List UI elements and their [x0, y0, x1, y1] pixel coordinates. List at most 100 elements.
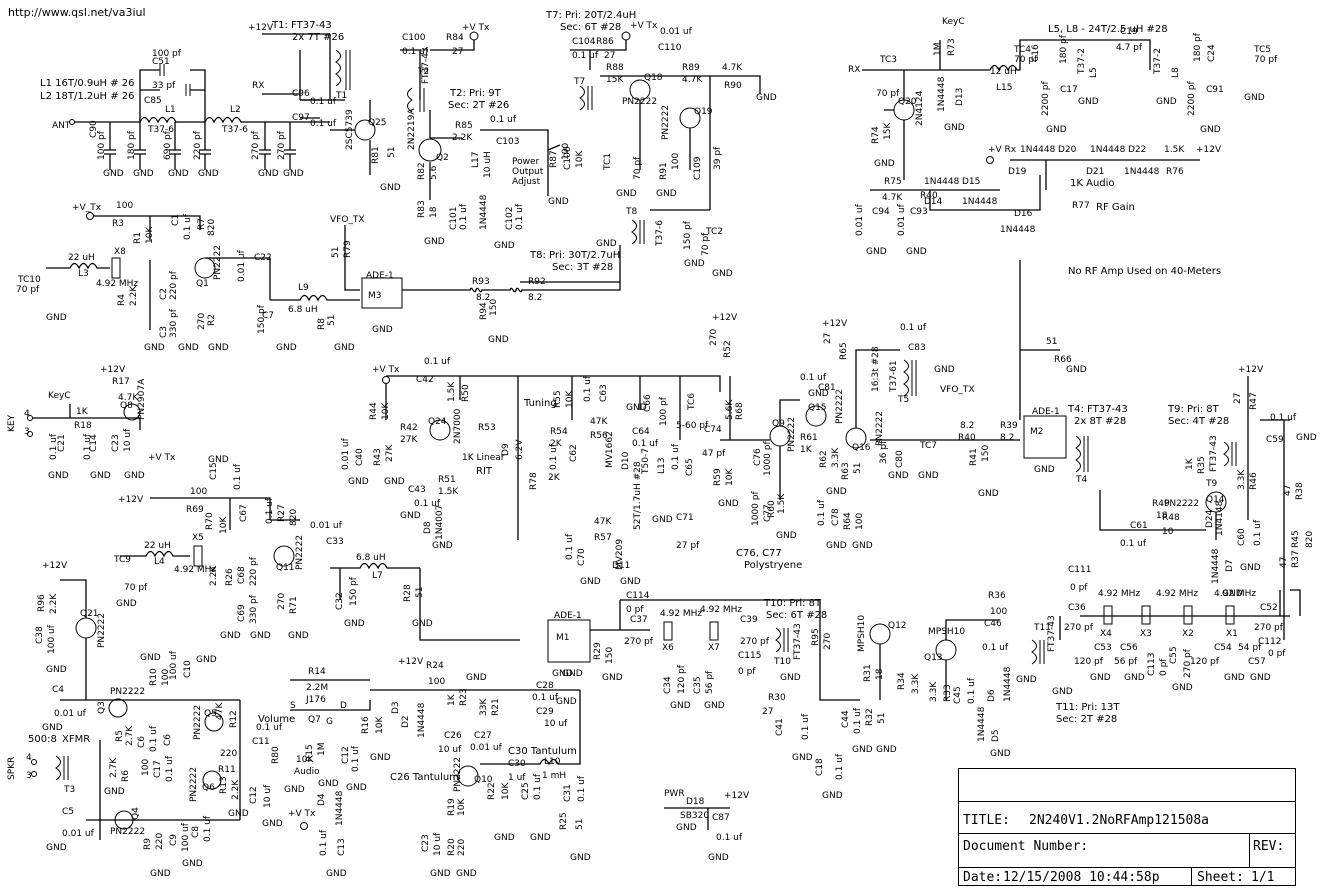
svg-text:GND: GND — [258, 169, 279, 179]
svg-text:0.1 uf: 0.1 uf — [572, 51, 599, 61]
note-audio: 1K Audio — [1070, 178, 1115, 189]
svg-text:GND: GND — [46, 665, 67, 675]
svg-text:GND: GND — [284, 785, 305, 795]
svg-text:PN2222: PN2222 — [875, 411, 885, 446]
svg-text:C40: C40 — [355, 448, 365, 466]
svg-text:GND: GND — [372, 325, 393, 335]
svg-text:R54: R54 — [550, 427, 568, 437]
svg-text:C113: C113 — [1147, 653, 1157, 676]
svg-text:33K: 33K — [479, 698, 489, 716]
svg-text:0.1 uf: 0.1 uf — [577, 775, 587, 802]
svg-text:R7: R7 — [197, 218, 207, 230]
svg-text:C53: C53 — [1094, 643, 1112, 653]
svg-text:1.5K: 1.5K — [447, 381, 457, 402]
svg-text:L1: L1 — [165, 105, 176, 115]
svg-text:C106: C106 — [563, 146, 573, 170]
svg-text:Q16: Q16 — [852, 443, 871, 453]
svg-text:270 pf: 270 pf — [624, 637, 654, 647]
svg-text:C76: C76 — [753, 448, 763, 466]
svg-text:+V Tx: +V Tx — [462, 23, 490, 33]
svg-text:16:3t #28: 16:3t #28 — [871, 346, 881, 392]
svg-text:0.1 uf: 0.1 uf — [1120, 539, 1147, 549]
svg-text:GND: GND — [704, 701, 725, 711]
svg-text:GND: GND — [42, 723, 63, 733]
svg-text:GND: GND — [1016, 675, 1037, 685]
svg-text:T7: T7 — [573, 77, 585, 87]
svg-text:51: 51 — [877, 713, 887, 724]
svg-text:C61: C61 — [1130, 521, 1148, 531]
svg-text:820: 820 — [1305, 531, 1315, 548]
note-tant1: C26 Tantulum — [390, 772, 459, 783]
svg-text:Q13: Q13 — [924, 653, 943, 663]
svg-text:C1: C1 — [171, 214, 181, 226]
svg-text:27K: 27K — [400, 435, 418, 445]
svg-text:C11: C11 — [252, 737, 270, 747]
svg-text:10 uf: 10 uf — [438, 745, 462, 755]
svg-text:56 pf: 56 pf — [1114, 657, 1138, 667]
title-block: TITLE: 2N240V1.2NoRFAmp121508a Document … — [958, 768, 1296, 886]
svg-text:L9: L9 — [298, 283, 309, 293]
svg-text:L2: L2 — [230, 105, 241, 115]
svg-text:GND: GND — [116, 599, 137, 609]
title-label: TITLE: — [963, 813, 1010, 828]
note-t8b: Sec: 3T #28 — [552, 262, 613, 273]
svg-text:GND: GND — [888, 471, 909, 481]
svg-text:10K: 10K — [575, 150, 585, 168]
svg-text:33 pf: 33 pf — [152, 81, 176, 91]
svg-text:0.1 uf: 0.1 uf — [1253, 519, 1263, 546]
svg-text:GND: GND — [124, 471, 145, 481]
svg-text:C59: C59 — [1266, 435, 1284, 445]
svg-text:690 pf: 690 pf — [163, 130, 173, 160]
svg-text:T9: T9 — [1205, 479, 1217, 489]
svg-text:T10: T10 — [773, 657, 791, 667]
svg-text:Q21: Q21 — [80, 609, 99, 619]
svg-text:C9: C9 — [169, 834, 179, 846]
svg-text:0.1 uf: 0.1 uf — [83, 433, 93, 460]
svg-text:D15: D15 — [962, 177, 980, 187]
svg-text:1N4448: 1N4448 — [1090, 145, 1126, 155]
svg-text:10 uf: 10 uf — [263, 784, 273, 808]
svg-text:R20: R20 — [447, 838, 457, 856]
svg-text:R35: R35 — [1197, 456, 1207, 474]
sheet-label: Sheet: — [1197, 870, 1244, 885]
svg-text:0.01 uf: 0.01 uf — [54, 709, 87, 719]
svg-text:10K: 10K — [457, 798, 467, 816]
svg-text:R76: R76 — [1166, 167, 1184, 177]
svg-text:Q24: Q24 — [428, 417, 447, 427]
svg-text:100: 100 — [855, 513, 865, 530]
svg-text:T50-7: T50-7 — [641, 448, 651, 475]
svg-text:10K: 10K — [381, 402, 391, 420]
svg-text:GND: GND — [344, 619, 365, 629]
svg-text:L17: L17 — [471, 152, 481, 168]
svg-text:FT37-43: FT37-43 — [793, 623, 803, 660]
svg-text:0.1 uf: 0.1 uf — [490, 115, 517, 125]
svg-text:Q1: Q1 — [196, 279, 209, 289]
svg-text:GND: GND — [150, 869, 171, 879]
svg-text:4.7 pf: 4.7 pf — [1116, 43, 1143, 53]
svg-text:X1: X1 — [1226, 629, 1238, 639]
svg-text:GND: GND — [196, 655, 217, 665]
svg-text:L8: L8 — [1171, 67, 1181, 78]
svg-text:150: 150 — [981, 445, 991, 462]
svg-text:R69: R69 — [186, 505, 204, 515]
svg-text:0.1 uf: 0.1 uf — [165, 755, 175, 782]
svg-text:KeyC: KeyC — [48, 391, 71, 401]
svg-text:220 pf: 220 pf — [169, 270, 179, 300]
svg-text:R16: R16 — [361, 716, 371, 734]
svg-text:120 pf: 120 pf — [677, 664, 687, 694]
svg-text:70 pf: 70 pf — [876, 89, 900, 99]
svg-text:C78: C78 — [831, 508, 841, 526]
svg-text:10K: 10K — [725, 468, 735, 486]
svg-text:GND: GND — [1156, 97, 1177, 107]
svg-text:+V Tx: +V Tx — [630, 21, 658, 31]
svg-text:+12V: +12V — [118, 495, 144, 505]
svg-text:150 pf: 150 pf — [683, 220, 693, 250]
svg-text:D13: D13 — [955, 88, 965, 106]
svg-text:C102: C102 — [505, 207, 515, 230]
svg-text:C71: C71 — [676, 513, 694, 523]
svg-text:180 pf: 180 pf — [127, 130, 137, 160]
svg-text:GND: GND — [1066, 365, 1087, 375]
svg-text:Q14: Q14 — [1206, 495, 1225, 505]
svg-text:R61: R61 — [800, 433, 818, 443]
